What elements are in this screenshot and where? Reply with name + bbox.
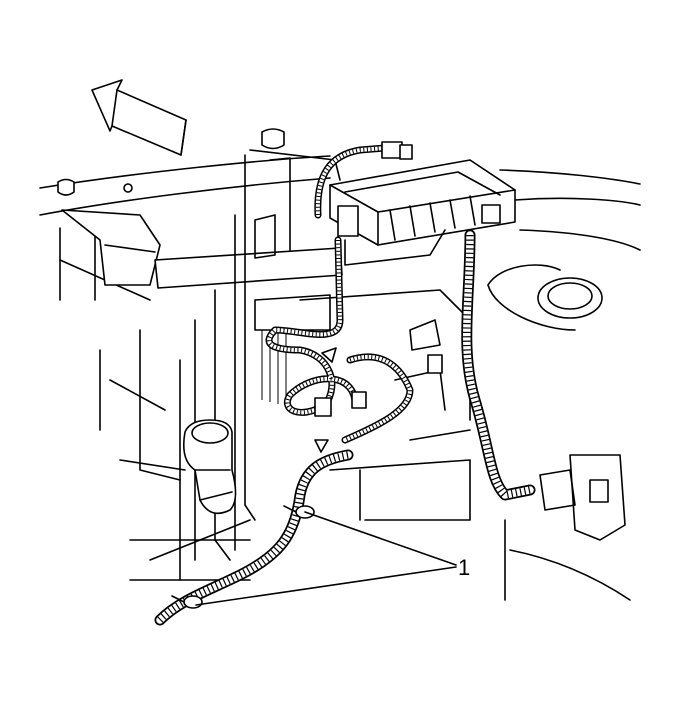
upper-wire-connector (314, 141, 413, 219)
main-harness-lower (154, 449, 354, 626)
harness-clip (283, 505, 315, 519)
callout-leaders (195, 511, 457, 606)
body-structure (39, 128, 641, 301)
callout-label-1: 1 (458, 555, 470, 580)
headlamp-connector (504, 454, 631, 601)
main-harness-right (461, 229, 536, 501)
radiator-support (99, 149, 343, 581)
inner-loop-wire (265, 236, 443, 444)
forward-direction-arrow-icon (91, 79, 187, 156)
underhood-fuse-block (329, 159, 516, 266)
coolant-hose (182, 419, 237, 515)
reservoir-cap (487, 264, 603, 331)
